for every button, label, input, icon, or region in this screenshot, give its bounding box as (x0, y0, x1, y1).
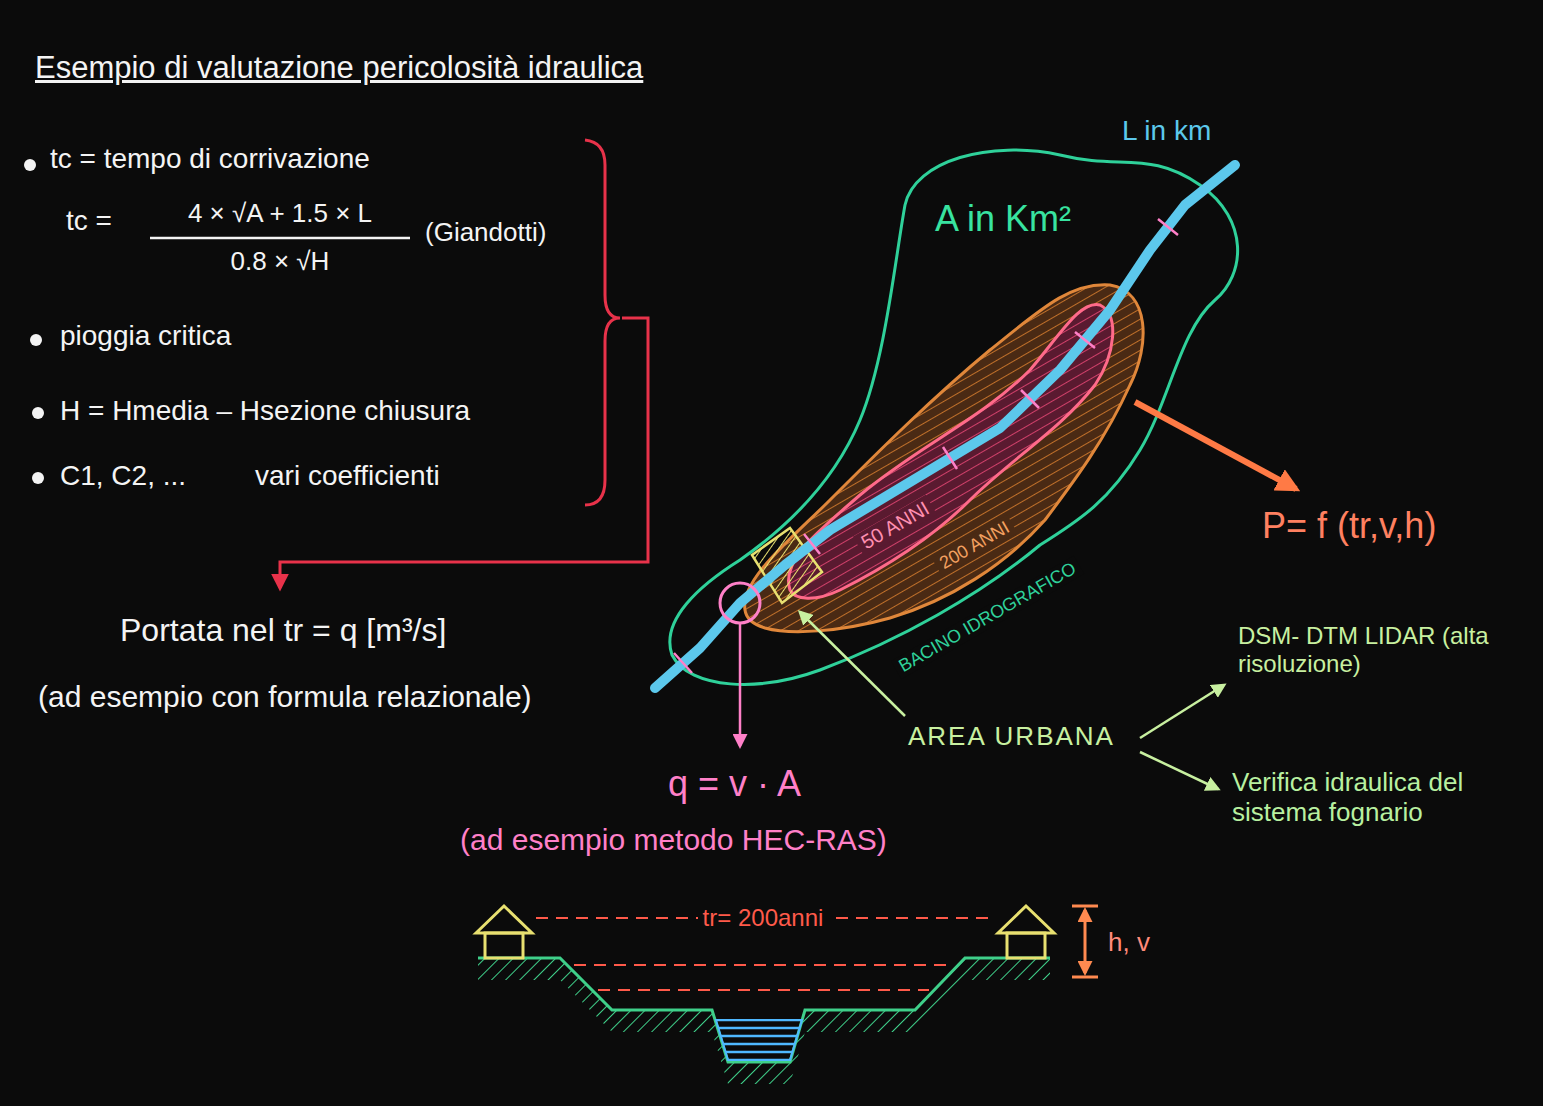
flood-zone-50-shape (788, 305, 1112, 599)
method-note-holder: DSM- DTM LIDAR (alta risoluzione) (1238, 622, 1528, 677)
area-label: AREA URBANA (908, 722, 1115, 752)
note-text-holder: (ad esempio metodo HEC-RAS) (460, 823, 887, 858)
formula-name-holder: (Giandotti) (425, 218, 546, 248)
catchment-basin-shape (670, 150, 1238, 684)
curly-bracket (585, 140, 620, 505)
leader-arrow (1140, 752, 1218, 789)
leader-arrow (800, 612, 905, 716)
formula-denominator-holder: 0.8 × √H (231, 247, 330, 277)
dimension-arrow (1084, 910, 1087, 973)
bullet-text: C1, C2, ... (60, 460, 186, 492)
dimension-tick (1072, 906, 1098, 977)
closure-section (720, 583, 760, 623)
water-level (598, 989, 929, 991)
definition-text: tc = tempo di corrivazione (50, 143, 370, 175)
method-note-holder: Verifica idraulica del sistema fognario (1232, 768, 1482, 828)
leader-arrow (1140, 685, 1224, 738)
river (655, 165, 1235, 688)
method-note: DSM- DTM LIDAR (alta risoluzione) (1238, 622, 1528, 677)
bullet-text-holder: vari coefficienti (255, 460, 440, 492)
note-text-holder: (ad esempio con formula relazionale) (38, 680, 532, 715)
bullet-dot (30, 334, 42, 346)
bullet-text-holder: C1, C2, ... (60, 460, 186, 492)
house-body (485, 933, 523, 958)
bullet-text: H = Hmedia – Hsezione chiusura (60, 395, 470, 427)
formula-lhs-holder: tc = (66, 205, 112, 237)
bullet-text-holder: pioggia critica (60, 320, 231, 352)
bullet-dot (32, 407, 44, 419)
method-note: Verifica idraulica del sistema fognario (1232, 768, 1482, 828)
ground-profile (478, 958, 1050, 1062)
bullet-dot (32, 472, 44, 484)
fraction-bar (150, 237, 410, 240)
river-label: L in km (1122, 115, 1211, 147)
area-label-holder: AREA URBANA (908, 722, 1115, 752)
house-roof (476, 906, 532, 933)
result-text-holder: Portata nel tr = q [m³/s] (120, 612, 446, 649)
formula-denominator: 0.8 × √H (231, 247, 330, 277)
section-tick (674, 219, 1178, 673)
flow-arrow (280, 318, 648, 588)
flood-zone-50-text-holder: 50 ANNI (853, 514, 937, 537)
bullet-text: vari coefficienti (255, 460, 440, 492)
dimension-label: h, v (1108, 928, 1150, 958)
formula-lhs: tc = (66, 205, 112, 237)
note-text: (ad esempio con formula relazionale) (38, 680, 532, 715)
formula-numerator-holder: 4 × √A + 1.5 × L (188, 199, 372, 229)
result-text: Portata nel tr = q [m³/s] (120, 612, 446, 649)
bullet-text: pioggia critica (60, 320, 231, 352)
house-roof (998, 906, 1054, 933)
formula-label-holder: P= f (tr,v,h) (1262, 505, 1436, 546)
catchment-basin-text: A in Km² (935, 198, 1071, 239)
board-title-holder: Esempio di valutazione pericolosità idra… (35, 50, 643, 86)
leader-arrow (739, 623, 742, 746)
note-text: (ad esempio metodo HEC-RAS) (460, 823, 887, 858)
bullet-text-holder: H = Hmedia – Hsezione chiusura (60, 395, 470, 427)
formula-label: q = v · A (668, 763, 801, 804)
river-water (716, 1020, 802, 1060)
house-body (1007, 933, 1045, 958)
return-period-label: tr= 200anni (698, 904, 829, 932)
river-label-holder: L in km (1122, 115, 1211, 147)
catchment-basin-text-holder: A in Km² (935, 198, 1071, 239)
formula-label-holder: q = v · A (668, 763, 801, 804)
board-title: Esempio di valutazione pericolosità idra… (35, 50, 643, 86)
bullet-dot (24, 159, 36, 171)
return-period-label-holder: tr= 200anni (698, 904, 829, 932)
formula-name: (Giandotti) (425, 218, 546, 248)
formula-numerator: 4 × √A + 1.5 × L (188, 199, 372, 229)
flood-zone-200-text-holder: 200 ANNI (931, 535, 1018, 556)
formula-label: P= f (tr,v,h) (1262, 505, 1436, 546)
ground-hatch (478, 958, 1050, 1084)
definition-text-holder: tc = tempo di corrivazione (50, 143, 370, 175)
dimension-label-holder: h, v (1108, 928, 1150, 958)
hazard-arrow (1135, 402, 1296, 489)
water-level (574, 964, 950, 966)
